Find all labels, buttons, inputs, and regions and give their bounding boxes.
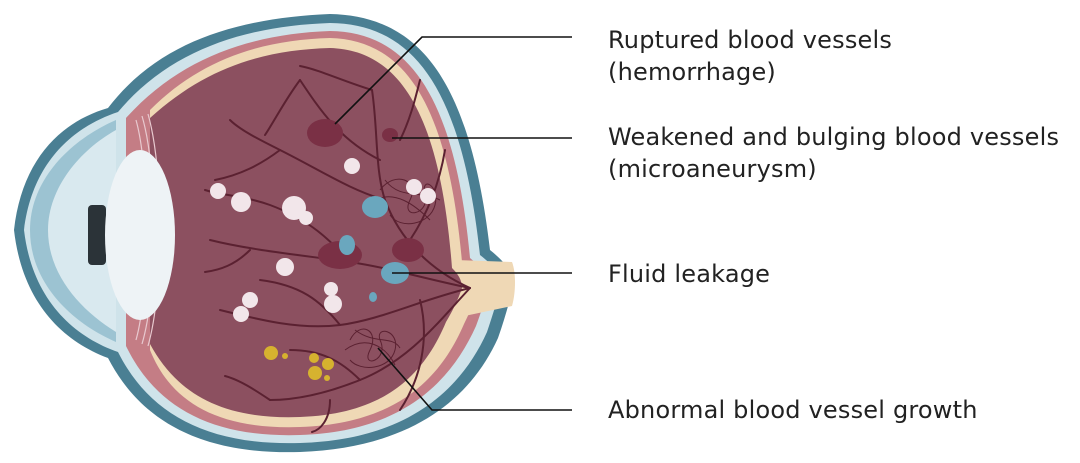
- label-hemorrhage-line1: Ruptured blood vessels: [608, 24, 892, 56]
- label-microaneurysm: Weakened and bulging blood vessels (micr…: [608, 121, 1059, 185]
- label-growth-line1: Abnormal blood vessel growth: [608, 394, 978, 426]
- label-abnormal-growth: Abnormal blood vessel growth: [608, 394, 978, 426]
- label-microaneurysm-line1: Weakened and bulging blood vessels: [608, 121, 1059, 153]
- iris: [88, 205, 106, 265]
- lens: [105, 150, 175, 320]
- label-hemorrhage-line2: (hemorrhage): [608, 56, 892, 88]
- label-fluid-leakage: Fluid leakage: [608, 258, 770, 290]
- label-fluid-line1: Fluid leakage: [608, 258, 770, 290]
- label-microaneurysm-line2: (microaneurysm): [608, 153, 1059, 185]
- label-hemorrhage: Ruptured blood vessels (hemorrhage): [608, 24, 892, 88]
